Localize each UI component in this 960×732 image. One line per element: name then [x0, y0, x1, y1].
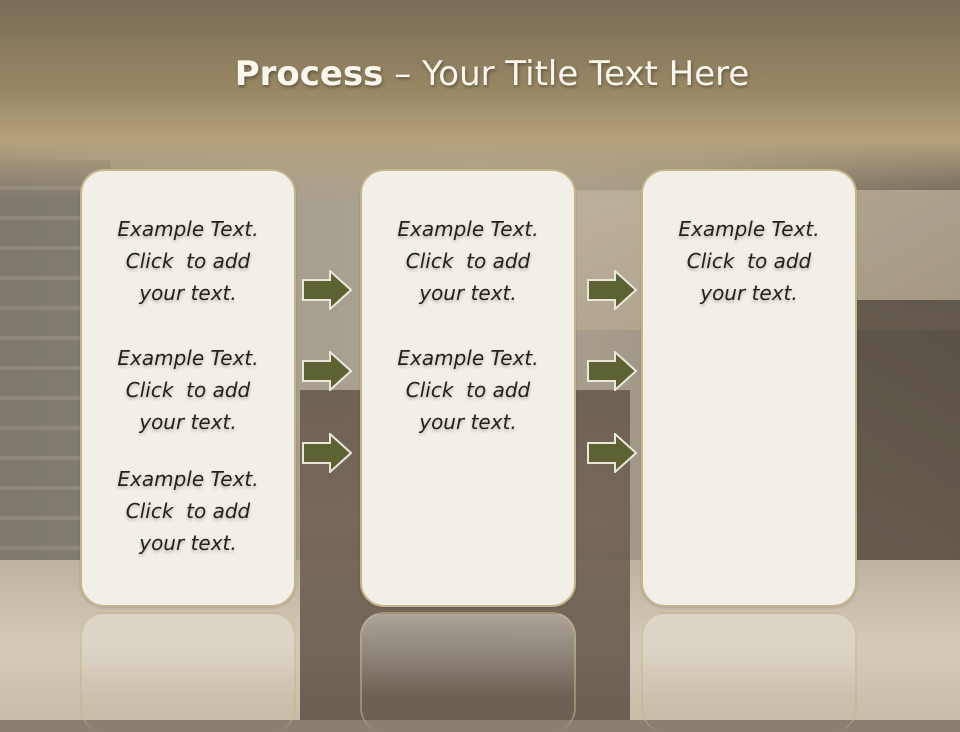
text-line: your text.	[139, 531, 237, 555]
process-box-1[interactable]: Example Text. Click to add your text. Ex…	[80, 169, 296, 607]
right-arrow-icon	[302, 351, 352, 391]
text-line: your text.	[419, 410, 517, 434]
text-placeholder[interactable]: Example Text. Click to add your text.	[82, 213, 294, 309]
title-rest: – Your Title Text Here	[383, 54, 750, 94]
text-line: Click to add	[405, 378, 531, 402]
right-arrow-icon	[302, 433, 352, 473]
slide-title[interactable]: Process – Your Title Text Here	[0, 52, 960, 96]
text-placeholder[interactable]: Example Text. Click to add your text.	[362, 342, 574, 438]
title-bold: Process	[234, 54, 384, 94]
text-line: Click to add	[125, 249, 251, 273]
box-reflection	[80, 612, 296, 732]
text-line: your text.	[419, 281, 517, 305]
box-reflection	[641, 612, 857, 732]
text-line: your text.	[139, 410, 237, 434]
text-line: Example Text.	[117, 467, 259, 491]
text-line: Click to add	[405, 249, 531, 273]
text-line: Example Text.	[397, 346, 539, 370]
right-arrow-icon	[587, 433, 637, 473]
text-line: Click to add	[125, 499, 251, 523]
text-line: your text.	[139, 281, 237, 305]
text-placeholder[interactable]: Example Text. Click to add your text.	[82, 342, 294, 438]
process-box-2[interactable]: Example Text. Click to add your text. Ex…	[360, 169, 576, 607]
header-band	[0, 0, 960, 200]
right-arrow-icon	[587, 270, 637, 310]
text-placeholder[interactable]: Example Text. Click to add your text.	[643, 213, 855, 309]
right-arrow-icon	[587, 351, 637, 391]
text-line: Example Text.	[678, 217, 820, 241]
text-placeholder[interactable]: Example Text. Click to add your text.	[82, 463, 294, 559]
text-line: Example Text.	[117, 346, 259, 370]
right-arrow-icon	[302, 270, 352, 310]
text-line: Click to add	[125, 378, 251, 402]
box-reflection	[360, 612, 576, 732]
process-box-3[interactable]: Example Text. Click to add your text.	[641, 169, 857, 607]
text-line: Example Text.	[397, 217, 539, 241]
text-line: your text.	[700, 281, 798, 305]
text-line: Example Text.	[117, 217, 259, 241]
text-line: Click to add	[686, 249, 812, 273]
text-placeholder[interactable]: Example Text. Click to add your text.	[362, 213, 574, 309]
